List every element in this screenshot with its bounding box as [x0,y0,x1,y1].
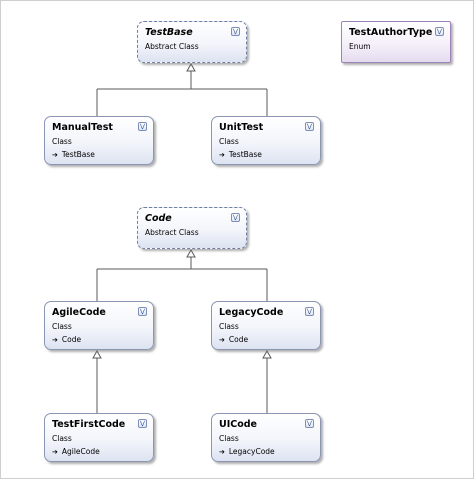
base-type-name: TestBase [61,150,95,159]
expand-toggle-icon[interactable]: ⋁ [305,419,314,428]
class-shape-testbase[interactable]: TestBase Abstract Class ⋁ [137,21,247,63]
base-type: ➔Code [219,335,248,344]
class-shape-uicode[interactable]: UICode Class ➔LegacyCode ⋁ [211,413,321,462]
arrow-right-icon: ➔ [52,336,58,344]
class-name: ManualTest [52,122,113,133]
generalization-arrowhead-code [186,248,196,258]
class-name: UnitTest [219,122,264,133]
class-kind: Class [52,322,72,331]
class-shape-unittest[interactable]: UnitTest Class ➔TestBase ⋁ [211,116,321,165]
base-type: ➔Code [52,335,81,344]
class-name: TestFirstCode [52,419,126,430]
expand-toggle-icon[interactable]: ⋁ [305,307,314,316]
class-kind: Abstract Class [145,42,199,51]
expand-toggle-icon[interactable]: ⋁ [138,307,147,316]
class-shape-code[interactable]: Code Abstract Class ⋁ [137,207,247,249]
generalization-arrowhead-agilecode [92,349,102,359]
arrow-right-icon: ➔ [219,336,225,344]
base-type: ➔TestBase [219,150,262,159]
base-type: ➔AgileCode [52,447,100,456]
enum-kind: Enum [349,42,371,51]
expand-toggle-icon[interactable]: ⋁ [231,213,240,222]
expand-toggle-icon[interactable]: ⋁ [138,122,147,131]
enum-shape-testauthortype[interactable]: TestAuthorType Enum ⋁ [341,21,451,63]
class-kind: Class [52,137,72,146]
arrow-right-icon: ➔ [52,151,58,159]
class-kind: Class [219,434,239,443]
arrow-right-icon: ➔ [52,448,58,456]
class-name: LegacyCode [219,307,284,318]
base-type: ➔TestBase [52,150,95,159]
generalization-arrowhead-testbase [186,62,196,72]
class-name: Code [145,213,172,224]
generalization-arrowhead-legacycode [262,349,272,359]
enum-name: TestAuthorType [349,27,433,38]
base-type-name: TestBase [228,150,262,159]
class-kind: Class [52,434,72,443]
base-type-name: AgileCode [61,447,100,456]
class-shape-testfirstcode[interactable]: TestFirstCode Class ➔AgileCode ⋁ [44,413,154,462]
class-kind: Abstract Class [145,228,199,237]
expand-toggle-icon[interactable]: ⋁ [231,27,240,36]
class-kind: Class [219,322,239,331]
class-name: AgileCode [52,307,106,318]
base-type: ➔LegacyCode [219,447,275,456]
expand-toggle-icon[interactable]: ⋁ [138,419,147,428]
class-name: TestBase [145,27,193,38]
class-shape-agilecode[interactable]: AgileCode Class ➔Code ⋁ [44,301,154,350]
class-name: UICode [219,419,257,430]
base-type-name: Code [228,335,249,344]
expand-toggle-icon[interactable]: ⋁ [435,27,444,36]
expand-toggle-icon[interactable]: ⋁ [305,122,314,131]
base-type-name: LegacyCode [228,447,275,456]
base-type-name: Code [61,335,82,344]
class-shape-legacycode[interactable]: LegacyCode Class ➔Code ⋁ [211,301,321,350]
class-shape-manualtest[interactable]: ManualTest Class ➔TestBase ⋁ [44,116,154,165]
class-kind: Class [219,137,239,146]
arrow-right-icon: ➔ [219,448,225,456]
arrow-right-icon: ➔ [219,151,225,159]
